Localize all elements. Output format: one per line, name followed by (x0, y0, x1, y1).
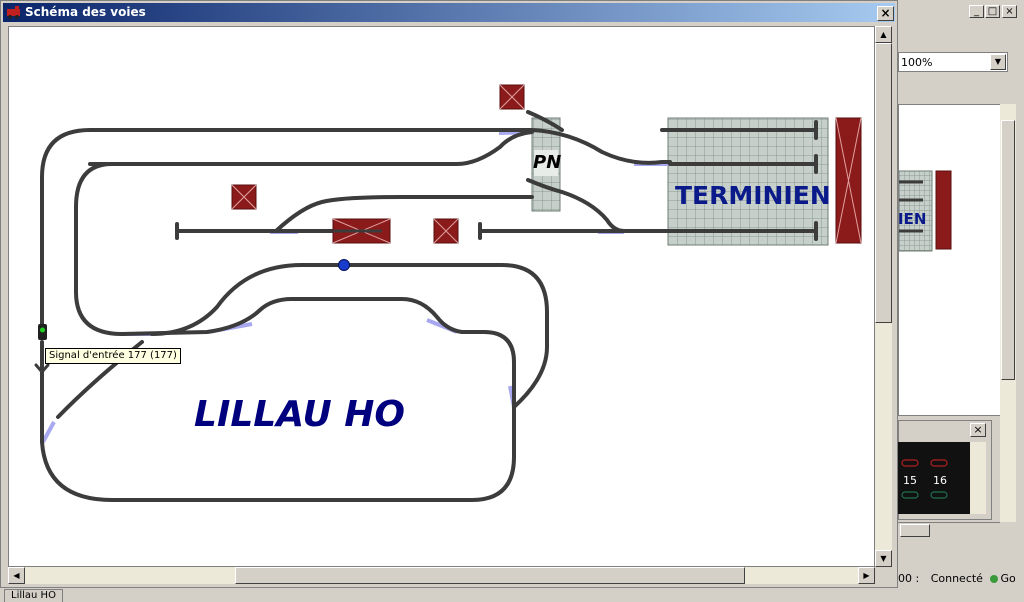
horizontal-scrollbar[interactable]: ◀ ▶ (8, 567, 875, 584)
window-title: Schéma des voies (25, 5, 146, 19)
station-name-label: TERMINIEN (675, 181, 831, 210)
bg-vertical-scrollbar[interactable] (1000, 104, 1016, 522)
bg-station-label: IEN (898, 210, 927, 228)
train-position-icon[interactable] (338, 259, 350, 271)
vertical-scroll-thumb[interactable] (875, 43, 892, 323)
signal-green-light-icon (40, 327, 45, 333)
bg-panel-number: 15 (903, 474, 917, 487)
bg-maximize-button[interactable]: □ (985, 5, 1000, 18)
window-titlebar[interactable]: Schéma des voies (3, 3, 895, 22)
scroll-right-icon[interactable]: ▶ (858, 567, 875, 584)
bg-panel-close-button[interactable]: × (970, 423, 986, 437)
chevron-down-icon[interactable]: ▼ (990, 54, 1006, 70)
zoom-value: 100% (901, 56, 933, 69)
bg-close-button[interactable]: × (1002, 5, 1017, 18)
level-crossing-label: PN (533, 152, 562, 173)
track-schematic-window: Schéma des voies × (0, 0, 898, 588)
bg-panel-display (898, 442, 970, 514)
bg-schematic-canvas[interactable] (898, 104, 1002, 416)
signal-tooltip: Signal d'entrée 177 (177) (45, 348, 181, 364)
bg-panel-number: 16 (933, 474, 947, 487)
status-bar: 00 : Connecté Go (898, 572, 1024, 590)
zoom-select[interactable]: 100% ▼ (898, 52, 1008, 72)
layout-name-label: LILLAU HO (194, 394, 405, 435)
scroll-down-icon[interactable]: ▼ (875, 550, 892, 567)
vertical-scrollbar[interactable]: ▲ ▼ (875, 26, 892, 567)
bg-horizontal-scrollbar[interactable] (898, 522, 1000, 539)
schematic-canvas[interactable]: LILLAU HO TERMINIEN PN Signal d'entrée 1… (8, 26, 875, 567)
buildings (231, 84, 862, 244)
scroll-left-icon[interactable]: ◀ (8, 567, 25, 584)
locomotive-icon (7, 6, 20, 19)
status-prefix: 00 : (898, 572, 920, 585)
scroll-up-icon[interactable]: ▲ (875, 26, 892, 43)
tab-bar (0, 588, 898, 600)
station-platform (667, 117, 829, 246)
bg-panel-scrollbar[interactable] (970, 442, 986, 514)
go-label: Go (1000, 572, 1016, 585)
horizontal-scroll-thumb[interactable] (235, 567, 745, 584)
level-crossing-label-bg (534, 150, 558, 176)
close-button[interactable]: × (877, 6, 894, 21)
tab-lillau-ho[interactable]: Lillau HO (4, 589, 63, 602)
bg-minimize-button[interactable]: _ (969, 5, 984, 18)
go-indicator-icon (990, 575, 999, 583)
track-network (34, 110, 818, 502)
connection-status: Connecté (930, 572, 983, 585)
